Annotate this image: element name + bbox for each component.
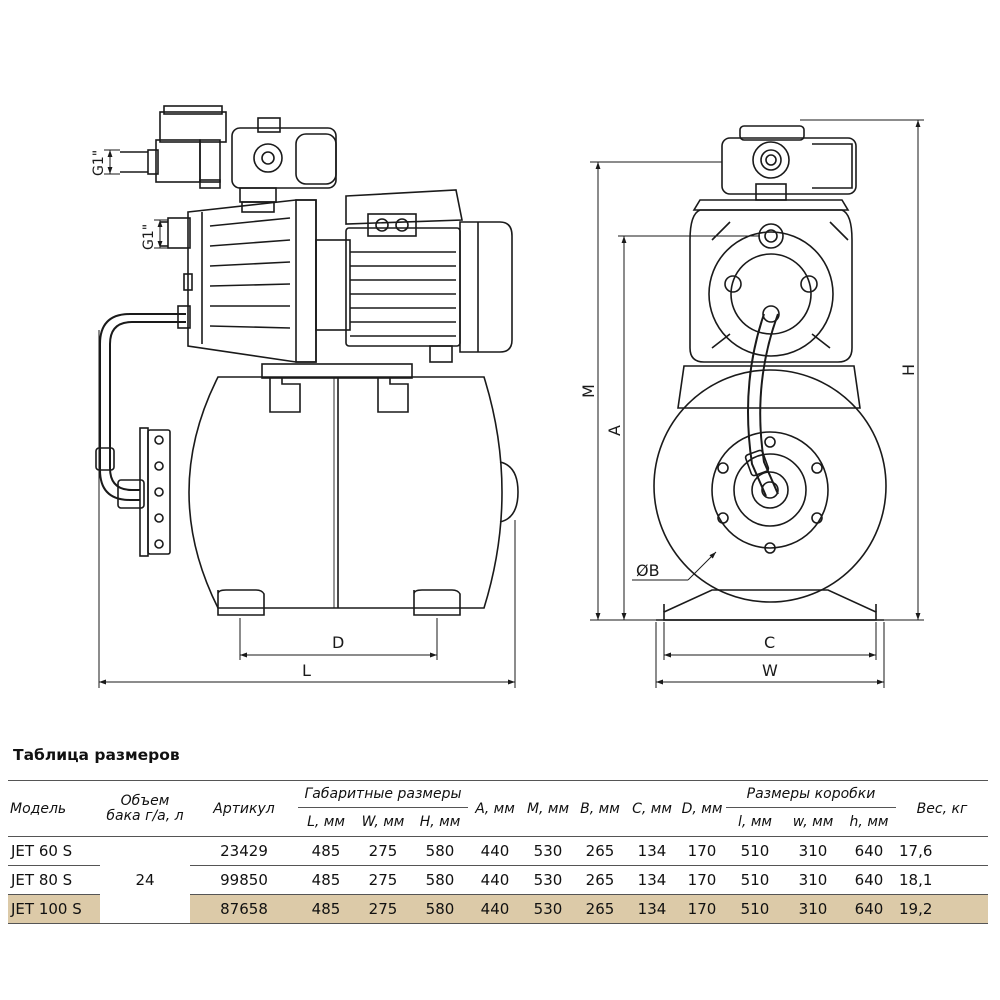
cell-box-l: 510 — [740, 842, 770, 860]
cell-box-l: 510 — [726, 894, 784, 924]
header-box-w: w, мм — [792, 814, 834, 830]
cell-weight: 17,6 — [899, 842, 933, 860]
cell-h: 580 — [412, 894, 468, 924]
dim-label-l: L — [302, 661, 311, 680]
pressure-switch-side — [231, 117, 337, 213]
cell-box-l: 510 — [740, 871, 770, 889]
table-row: JET 60 S 24 23429 485 275 580 440 530 26… — [8, 837, 988, 889]
cell-d: 170 — [687, 842, 717, 860]
header-a: А, мм — [475, 800, 515, 817]
cell-box-w: 310 — [798, 871, 828, 889]
top-inlet-fitting-side — [120, 105, 227, 189]
cell-box-h: 640 — [842, 894, 896, 924]
cell-d: 170 — [678, 894, 726, 924]
pump-bracket-side — [261, 363, 413, 413]
cell-b: 265 — [585, 842, 615, 860]
hose-front — [744, 313, 779, 497]
header-box-l: l, мм — [738, 814, 772, 830]
table-row: JET 80 S 99850 485 275 580 440 530 265 1… — [8, 866, 988, 895]
cell-a: 440 — [480, 871, 510, 889]
header-m: М, мм — [526, 800, 570, 817]
cell-c: 134 — [637, 842, 667, 860]
table-title: Таблица размеров — [13, 746, 180, 764]
cell-b: 265 — [585, 871, 615, 889]
cell-m: 530 — [533, 871, 563, 889]
cell-a: 440 — [480, 842, 510, 860]
front-view — [653, 125, 887, 621]
tank-base-front — [656, 589, 884, 621]
cell-article: 87658 — [190, 894, 298, 924]
cell-box-h: 640 — [854, 871, 884, 889]
motor-side — [345, 189, 513, 363]
header-overall-dims: Габаритные размеры — [298, 780, 468, 808]
table-row-highlighted: JET 100 S 87658 485 275 580 440 530 265 … — [8, 894, 988, 924]
pump-housing-side — [160, 199, 351, 363]
dim-label-m: M — [579, 384, 598, 398]
cell-w: 275 — [368, 871, 398, 889]
cell-w: 275 — [354, 894, 412, 924]
header-c: С, мм — [632, 800, 672, 817]
cell-weight: 19,2 — [896, 894, 988, 924]
header-w: W, мм — [361, 814, 405, 830]
cell-article: 99850 — [220, 871, 268, 889]
cell-c: 134 — [626, 894, 678, 924]
cell-box-w: 310 — [784, 894, 842, 924]
tank-flange-side — [139, 427, 171, 557]
dimensions-table: Модель Объем бака г/а, л Артикул Габарит… — [8, 780, 988, 924]
header-b: В, мм — [580, 800, 620, 817]
pressure-switch-front — [721, 125, 857, 201]
header-d: D, мм — [681, 800, 723, 817]
cell-l: 485 — [311, 871, 341, 889]
header-box-dims: Размеры коробки — [726, 780, 896, 808]
header-tank-volume: Объем бака г/а, л — [106, 792, 184, 824]
cell-b: 265 — [574, 894, 626, 924]
cell-weight: 18,1 — [899, 871, 933, 889]
cell-model: JET 60 S — [11, 842, 73, 860]
side-view — [95, 105, 519, 616]
dim-label-b: ØB — [636, 561, 660, 580]
cell-w: 275 — [368, 842, 398, 860]
cell-m: 530 — [533, 842, 563, 860]
tank-feet-side — [217, 589, 461, 616]
dim-label-g1-side: G1" — [141, 224, 157, 250]
dim-label-w: W — [762, 661, 778, 680]
cell-m: 530 — [522, 894, 574, 924]
cell-model: JET 100 S — [8, 894, 100, 924]
cell-box-h: 640 — [854, 842, 884, 860]
header-model: Модель — [10, 800, 67, 817]
cell-l: 485 — [311, 842, 341, 860]
cell-c: 134 — [637, 871, 667, 889]
dim-label-g1-top: G1" — [91, 150, 107, 176]
technical-drawing: G1" G1" D L — [91, 105, 924, 688]
cell-d: 170 — [687, 871, 717, 889]
cell-box-w: 310 — [798, 842, 828, 860]
hose-side — [95, 305, 191, 509]
header-article: Артикул — [213, 800, 275, 817]
cell-model: JET 80 S — [11, 871, 73, 889]
cell-h: 580 — [425, 842, 455, 860]
header-weight: Вес, кг — [916, 800, 968, 817]
cell-h: 580 — [425, 871, 455, 889]
cell-l: 485 — [298, 894, 354, 924]
dim-label-a: A — [605, 425, 624, 436]
table-header-row-1: Модель Объем бака г/а, л Артикул Габарит… — [8, 780, 988, 823]
dim-label-d: D — [332, 633, 344, 652]
header-box-h: h, мм — [849, 814, 889, 830]
dim-label-h: H — [899, 364, 918, 376]
tank-saddle-front — [677, 365, 861, 409]
dim-label-c: C — [764, 633, 775, 652]
tank-front — [653, 369, 887, 603]
pump-body-front — [689, 199, 853, 363]
tank-body-side — [188, 376, 519, 609]
cell-tank-volume: 24 — [135, 871, 155, 889]
header-l: L, мм — [307, 814, 345, 830]
header-h: H, мм — [419, 814, 461, 830]
side-view-dimensions — [98, 149, 516, 688]
cell-article: 23429 — [220, 842, 268, 860]
front-view-dimensions — [590, 119, 924, 688]
cell-a: 440 — [468, 894, 522, 924]
